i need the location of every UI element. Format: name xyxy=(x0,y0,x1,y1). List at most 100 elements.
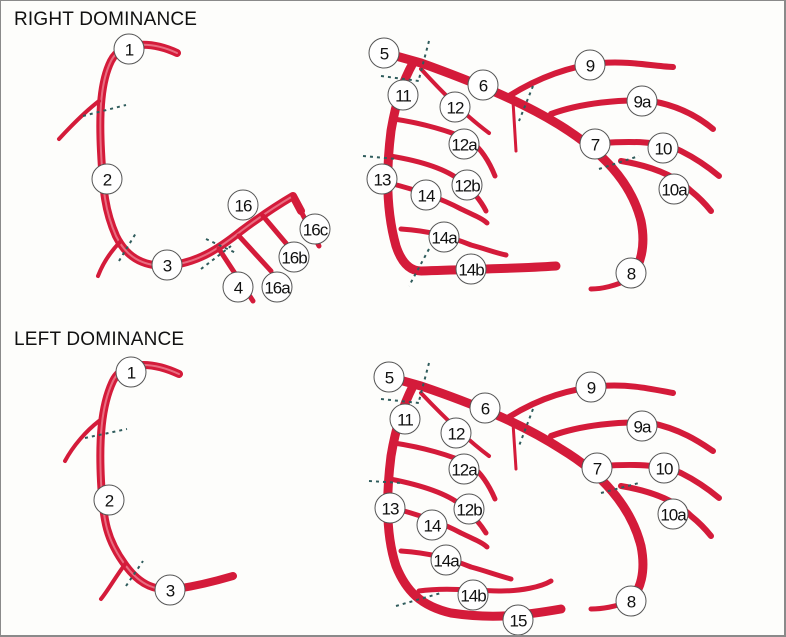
segment-label-text: 7 xyxy=(593,460,602,479)
segment-label: 16 xyxy=(227,189,259,221)
rca-branch-conus xyxy=(63,419,101,463)
cut-line xyxy=(368,480,402,484)
cut-line xyxy=(205,238,237,254)
rca-left-dominance xyxy=(63,361,237,601)
left-dominance-title: LEFT DOMINANCE xyxy=(14,329,185,350)
segment-label: 4 xyxy=(222,271,254,303)
segment-label-text: 12a xyxy=(451,136,478,155)
right-dominance-title: RIGHT DOMINANCE xyxy=(14,9,198,30)
segment-label-circle xyxy=(227,189,259,221)
segment-label-circle xyxy=(222,271,254,303)
circumflex-trunk xyxy=(383,381,566,621)
segment-label: 2 xyxy=(93,484,125,516)
segment-label: 14a xyxy=(428,221,460,253)
segment-label-text: 8 xyxy=(627,265,636,284)
segment-label-text: 3 xyxy=(166,582,175,601)
segment-label-circle xyxy=(366,163,398,195)
segment-label-circle xyxy=(416,509,448,541)
segment-label-text: 13 xyxy=(374,171,391,190)
septal-branch xyxy=(511,99,518,153)
segment-label-circle xyxy=(448,453,480,485)
branch-10a xyxy=(618,483,714,539)
segment-label-text: 16c xyxy=(303,221,329,240)
segment-label-circle xyxy=(575,371,607,403)
segment-label-circle xyxy=(374,492,406,524)
segment-label: 12b xyxy=(451,169,483,201)
segment-label-circle xyxy=(113,33,145,65)
segment-label-text: 9 xyxy=(586,57,595,76)
segment-label-circle xyxy=(451,169,483,201)
branch-14b xyxy=(416,578,554,594)
segment-label-circle xyxy=(154,574,186,606)
segment-label-circle xyxy=(389,403,421,435)
segment-label-circle xyxy=(615,585,647,617)
segment-label-text: 14 xyxy=(418,187,435,206)
segment-label: 5 xyxy=(373,361,405,393)
segment-label-text: 10a xyxy=(661,181,688,200)
rca-trunk xyxy=(96,361,237,594)
segment-label-text: 9a xyxy=(634,93,652,112)
branch-10 xyxy=(598,461,722,501)
segment-label-text: 13 xyxy=(382,500,399,519)
segment-label: 1 xyxy=(115,356,147,388)
segment-label-circle xyxy=(657,498,689,530)
segment-label-circle xyxy=(615,257,647,289)
segment-label: 14 xyxy=(416,509,448,541)
segment-label-circle xyxy=(430,544,462,576)
segment-label-text: 3 xyxy=(163,257,172,276)
segment-label-text: 14a xyxy=(433,552,460,571)
segment-label-text: 15 xyxy=(510,612,527,631)
segment-label: 10 xyxy=(647,132,679,164)
cut-line xyxy=(82,104,127,117)
segment-label: 12 xyxy=(439,91,471,123)
segment-label: 11 xyxy=(387,79,419,111)
segment-label: 10a xyxy=(658,173,690,205)
segment-label-circle xyxy=(368,37,400,69)
branch-14a xyxy=(398,548,514,582)
segment-label: 5 xyxy=(368,37,400,69)
segment-label: 9 xyxy=(575,371,607,403)
rca-branch-conus xyxy=(57,99,101,141)
cut-line xyxy=(118,232,137,262)
segment-label-text: 14b xyxy=(460,587,486,606)
segment-label: 3 xyxy=(154,574,186,606)
segment-label: 14a xyxy=(430,544,462,576)
segment-label-text: 9a xyxy=(634,418,652,437)
segment-label-text: 1 xyxy=(125,41,134,60)
segment-label-circle xyxy=(115,356,147,388)
segment-label: 9 xyxy=(574,49,606,81)
cut-line xyxy=(408,248,430,287)
segment-label: 11 xyxy=(389,403,421,435)
segment-label-text: 16a xyxy=(264,279,291,298)
segment-label-text: 6 xyxy=(481,400,490,419)
segment-label: 2 xyxy=(91,163,123,195)
segment-label-text: 2 xyxy=(103,171,112,190)
segment-label: 6 xyxy=(467,69,499,101)
segment-label-circle xyxy=(469,392,501,424)
cut-line xyxy=(395,592,442,607)
segment-label-text: 10 xyxy=(655,140,672,159)
branch-14 xyxy=(386,504,490,550)
segment-label: 7 xyxy=(579,128,611,160)
segment-label: 7 xyxy=(581,452,613,484)
branch-14a xyxy=(398,226,509,258)
segment-label: 8 xyxy=(615,257,647,289)
segment-label-circle xyxy=(626,85,658,117)
segment-label-circle xyxy=(151,249,183,281)
segment-label-circle xyxy=(278,241,310,273)
segment-label-circle xyxy=(648,452,680,484)
cut-line xyxy=(598,155,640,170)
segment-label-text: 7 xyxy=(591,136,600,155)
branch-10 xyxy=(598,138,722,179)
segment-label-circle xyxy=(467,69,499,101)
segment-label: 13 xyxy=(374,492,406,524)
segment-label-text: 12a xyxy=(451,461,478,480)
segment-label-text: 1 xyxy=(127,364,136,383)
segment-label: 12 xyxy=(440,417,472,449)
segment-label: 14 xyxy=(410,179,442,211)
segment-label: 14b xyxy=(457,579,489,611)
segment-label: 12a xyxy=(448,128,480,160)
segment-label: 12b xyxy=(453,493,485,525)
